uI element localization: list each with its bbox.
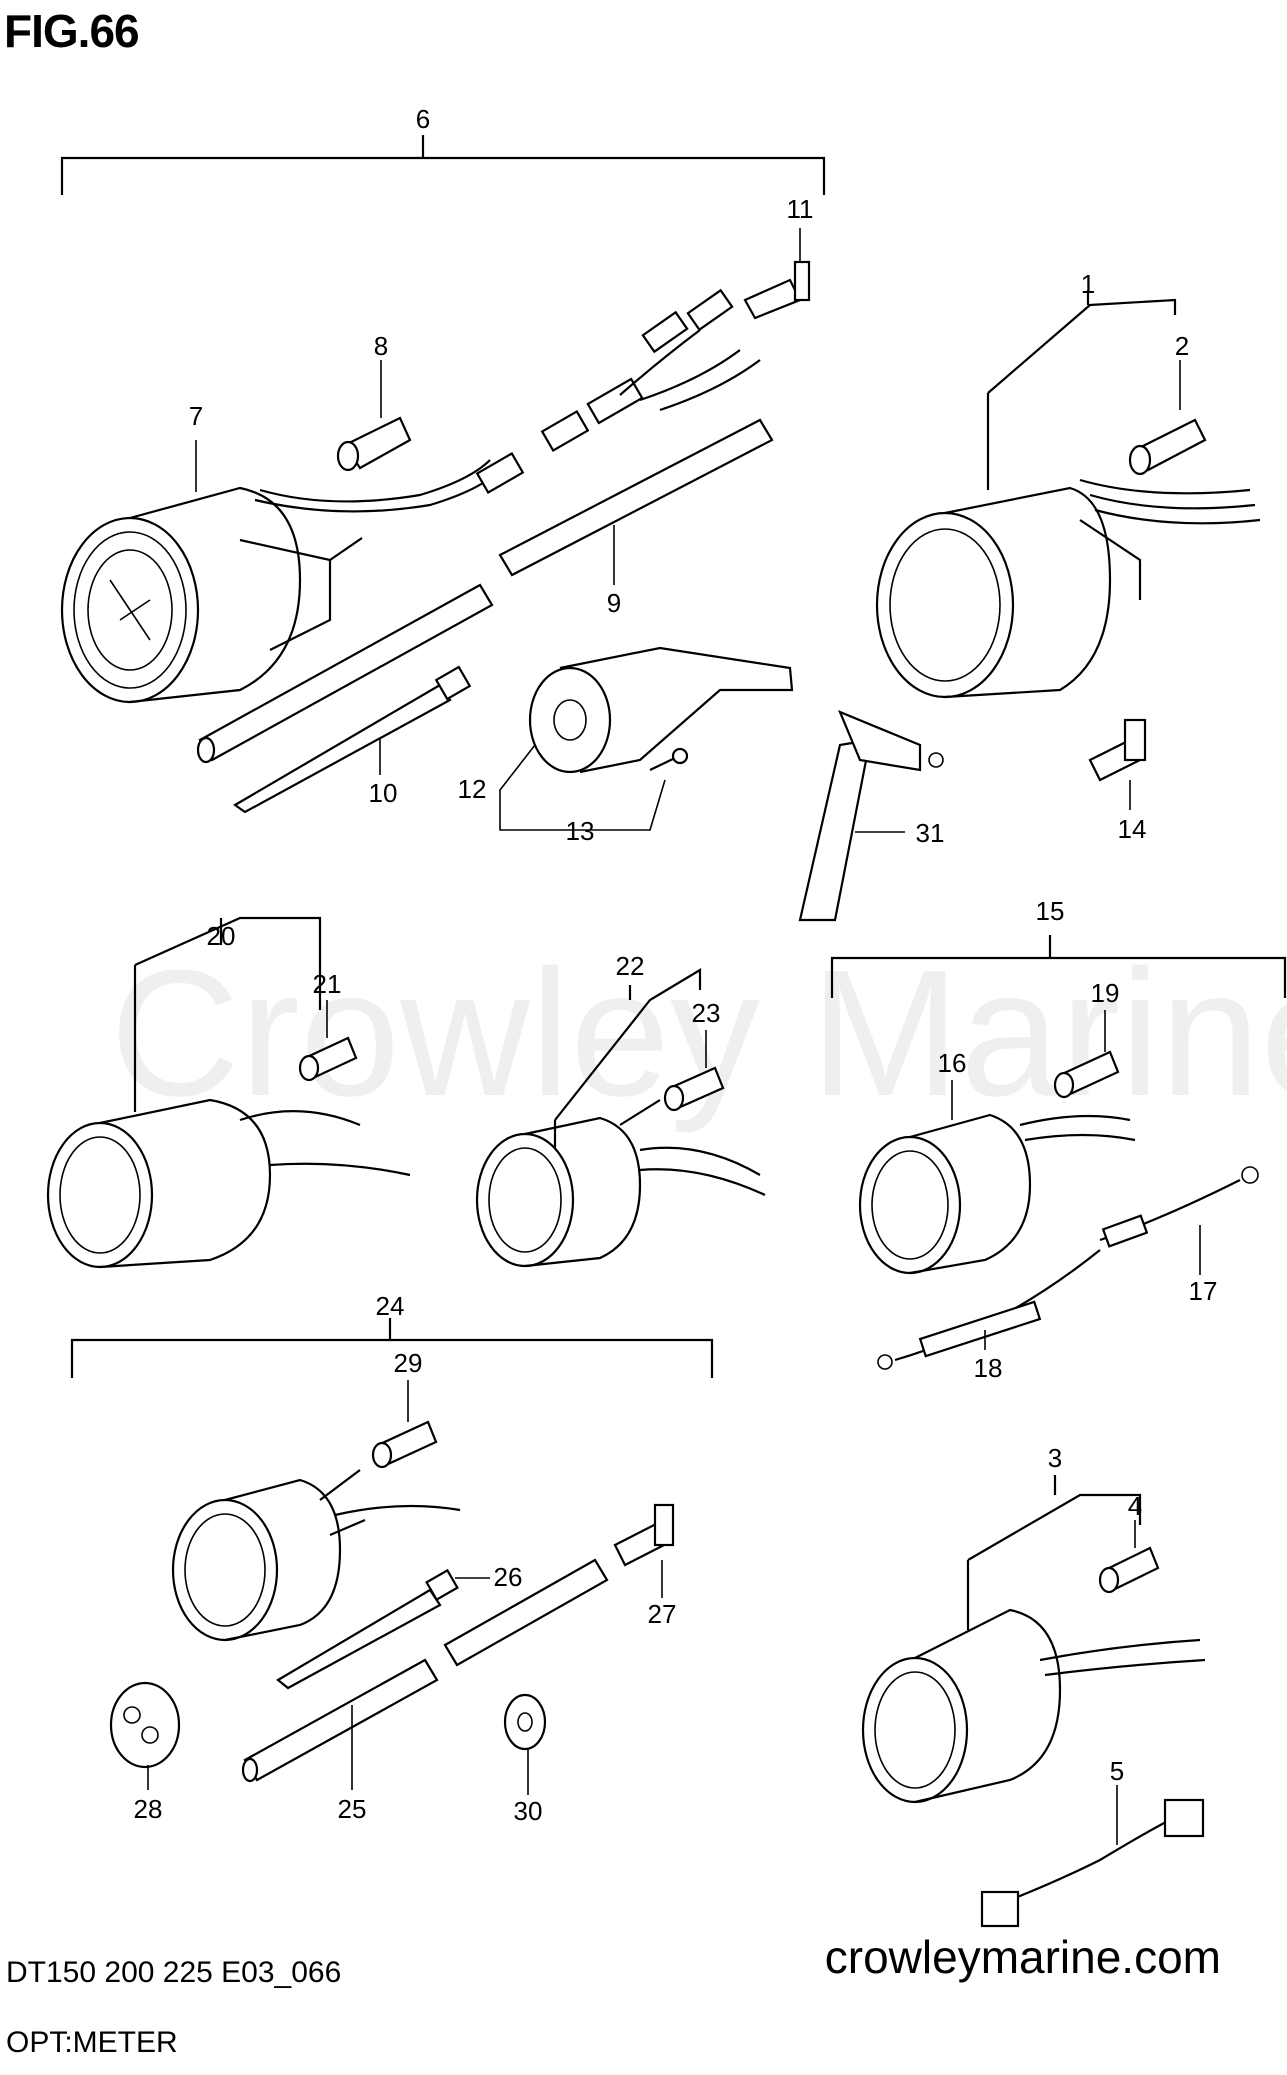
group-bracket-6 [60,135,826,195]
figure-title: FIG.66 [4,5,140,57]
bulb-part-23 [663,1066,725,1112]
gauge-part-22 [475,1099,766,1268]
callout-30: 30 [514,1796,543,1826]
callout-13: 13 [566,816,595,846]
callout-10: 10 [369,778,398,808]
bulb-part-8 [336,416,412,472]
tube-part-9 [196,418,774,764]
callout-29: 29 [394,1348,423,1378]
gauge-part-7 [60,459,501,704]
callout-8: 8 [374,331,388,361]
grommet-part-30 [503,1693,547,1751]
bulb-part-4 [1098,1546,1160,1594]
group-bracket-15 [830,935,1287,998]
callout-4: 4 [1128,1491,1142,1521]
callout-3: 3 [1048,1443,1062,1473]
gauge-part-1 [875,478,1261,699]
callout-2: 2 [1175,331,1189,361]
callout-7: 7 [189,401,203,431]
callout-1: 1 [1081,269,1095,299]
bulb-part-29 [371,1420,438,1469]
bracket-part-12 [528,646,794,774]
group-bracket-1 [986,290,1177,490]
group-bracket-20 [133,916,322,1112]
group-bracket-3 [966,1475,1142,1630]
callout-24: 24 [376,1291,405,1321]
fitting-part-14 [1088,718,1147,782]
callout-23: 23 [692,998,721,1028]
grommet-part-28 [109,1681,181,1769]
bulb-part-2 [1128,418,1207,476]
plug-part-11 [743,260,811,320]
callout-20: 20 [207,921,236,951]
callout-17: 17 [1189,1276,1218,1306]
gauge-harness-connectors [475,288,761,495]
wire-part-17 [1099,1166,1259,1248]
callout-14: 14 [1118,814,1147,844]
watermark: Crowley Marine [110,933,1287,1134]
callout-25: 25 [338,1794,367,1824]
screw-part-13 [649,747,689,771]
callout-21: 21 [313,969,342,999]
callout-6: 6 [416,104,430,134]
wire-part-18 [877,1249,1101,1370]
callout-26: 26 [494,1562,523,1592]
cable-tie-part-10 [232,665,472,814]
bulb-part-21 [298,1036,358,1082]
callout-12: 12 [458,774,487,804]
callout-15: 15 [1036,896,1065,926]
model-code: DT150 200 225 E03_066 [6,1956,342,1989]
harness-part-5 [980,1798,1205,1928]
callout-22: 22 [616,951,645,981]
tube-part-25 [241,1558,609,1783]
cable-tie-part-26 [276,1568,459,1690]
callout-19: 19 [1091,978,1120,1008]
callout-27: 27 [648,1599,677,1629]
group-bracket-22 [553,968,702,1150]
callout-31: 31 [916,818,945,848]
callout-18: 18 [974,1353,1003,1383]
fitting-part-27 [613,1503,675,1567]
callout-16: 16 [938,1048,967,1078]
callout-9: 9 [607,588,621,618]
bulb-part-19 [1053,1050,1120,1099]
website-label: crowleymarine.com [824,1931,1221,1983]
gauge-part-24 [171,1469,461,1642]
bracket-12-13 [499,744,666,831]
sender-part-31 [798,709,944,922]
gauge-part-20 [46,1098,411,1269]
callout-5: 5 [1110,1756,1124,1786]
gauge-part-16 [858,1113,1136,1275]
callout-11: 11 [787,194,814,224]
callout-28: 28 [134,1794,163,1824]
group-bracket-24 [70,1318,714,1378]
gauge-part-3 [861,1608,1206,1804]
section-name: OPT:METER [6,2026,178,2059]
